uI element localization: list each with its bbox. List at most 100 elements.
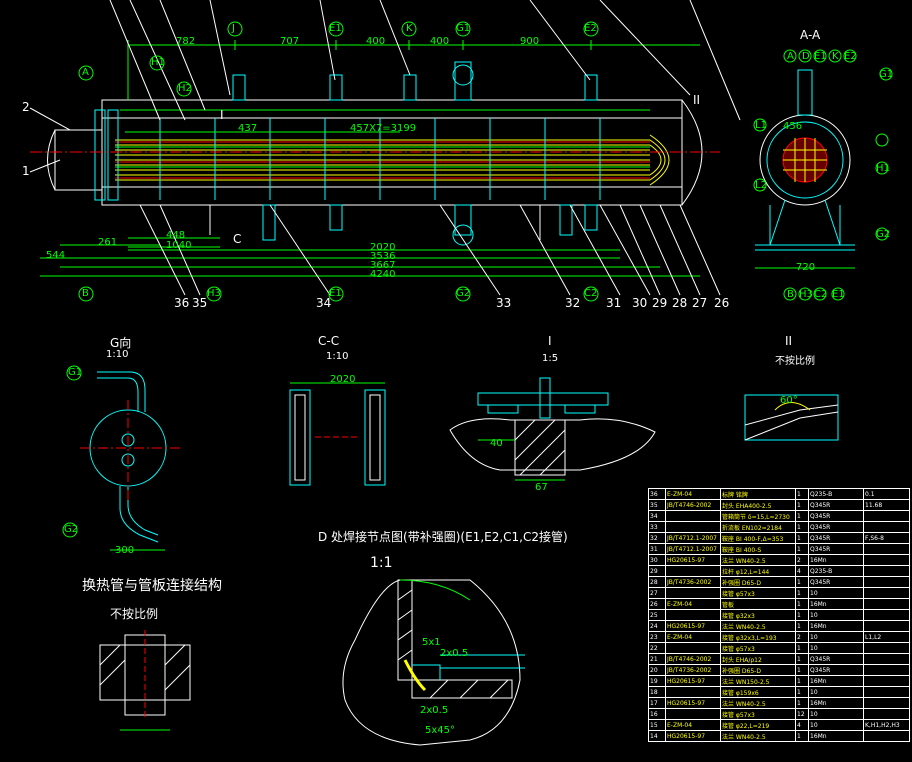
aa-right-tag-0: G1 xyxy=(879,69,894,80)
dim-top-2: 400 xyxy=(366,36,386,47)
bom-cell-qty: 1 xyxy=(795,598,809,610)
bom-cell-extra xyxy=(863,675,910,687)
view-ii-title: II xyxy=(785,334,793,348)
tag-g1: G1 xyxy=(456,23,471,34)
bom-cell-qty: 1 xyxy=(795,521,809,533)
main-view xyxy=(29,0,741,302)
bom-cell-mat: 10 xyxy=(808,609,864,621)
part-27: 27 xyxy=(692,296,708,310)
bom-cell-mat: 16Mn xyxy=(808,675,864,687)
bom-cell-no: 16 xyxy=(648,708,666,720)
bom-cell-code: JB/T4712.1-2007 xyxy=(665,532,721,544)
aa-tag-3: K xyxy=(832,51,839,62)
part-29: 29 xyxy=(652,296,668,310)
bom-cell-code xyxy=(665,686,721,698)
bom-cell-name: 法兰 WN40-2.5 xyxy=(720,620,796,632)
tag-b: B xyxy=(82,288,89,299)
bom-cell-extra: F,S6-8 xyxy=(863,532,910,544)
view-i xyxy=(449,377,656,481)
bom-cell-name: 接管 φ22,L=219 xyxy=(720,719,796,731)
bom-cell-mat: Q345R xyxy=(808,521,864,533)
bom-cell-code: JB/T4746-2002 xyxy=(665,653,721,665)
bom-cell-no: 17 xyxy=(648,697,666,709)
tag-h3: H3 xyxy=(207,288,221,299)
part-30: 30 xyxy=(632,296,648,310)
detail-tube-title: 换热管与管板连接结构 xyxy=(82,578,222,594)
bom-cell-code: E-ZM-04 xyxy=(665,488,721,500)
dim-bottom-7: 4240 xyxy=(370,269,396,280)
tube-bundle xyxy=(115,139,650,181)
part-1: 1 xyxy=(22,164,30,178)
detail-d-title: D 处焊接节点图(带补强圈)(E1,E2,C1,C2接管) xyxy=(318,530,568,544)
bom-cell-mat: 16Mn xyxy=(808,697,864,709)
dim-bottom-5: 3536 xyxy=(370,251,396,262)
bom-cell-qty: 1 xyxy=(795,576,809,588)
bom-cell-mat: 10 xyxy=(808,631,864,643)
bom-cell-extra xyxy=(863,554,910,566)
bom-cell-extra: 11.68 xyxy=(863,499,910,511)
bom-cell-extra xyxy=(863,686,910,698)
view-cc-dim: 2020 xyxy=(330,374,356,385)
bom-cell-no: 18 xyxy=(648,686,666,698)
bom-cell-no: 15 xyxy=(648,719,666,731)
bom-cell-name: 法兰 WN40-2.5 xyxy=(720,730,796,742)
view-i-title: I xyxy=(548,334,552,348)
bom-cell-name: 接管 φ57x3 xyxy=(720,708,796,720)
view-g-tag-1: G2 xyxy=(64,524,79,535)
bom-cell-extra xyxy=(863,708,910,720)
bom-cell-no: 35 xyxy=(648,499,666,511)
bom-cell-extra: L1,L2 xyxy=(863,631,910,643)
bom-cell-code xyxy=(665,521,721,533)
tag-h1: H1 xyxy=(151,57,165,68)
view-ii-scale: 不按比例 xyxy=(775,356,815,367)
bom-cell-mat: 10 xyxy=(808,642,864,654)
bom-cell-name: 封头 EHA400-2.5 xyxy=(720,499,796,511)
bom-cell-no: 28 xyxy=(648,576,666,588)
aa-bottom-tag-2: C2 xyxy=(814,289,828,300)
bom-cell-qty: 1 xyxy=(795,488,809,500)
bom-cell-no: 30 xyxy=(648,554,666,566)
bom-cell-qty: 1 xyxy=(795,675,809,687)
bom-cell-mat: Q345R xyxy=(808,664,864,676)
bom-cell-no: 22 xyxy=(648,642,666,654)
dim-inner-0: 437 xyxy=(238,123,258,134)
bom-cell-no: 21 xyxy=(648,653,666,665)
aa-dim-bottom: 720 xyxy=(796,262,816,273)
aa-bottom-tag-3: E1 xyxy=(832,289,845,300)
bom-cell-no: 14 xyxy=(648,730,666,742)
bom-cell-qty: 4 xyxy=(795,719,809,731)
bom-cell-name: 补强圈 D65-D xyxy=(720,576,796,588)
bom-cell-extra xyxy=(863,598,910,610)
bom-cell-no: 27 xyxy=(648,587,666,599)
view-g-title: G向 xyxy=(110,336,132,350)
bom-cell-mat: 16Mn xyxy=(808,730,864,742)
view-cc xyxy=(289,382,386,486)
bom-cell-qty: 1 xyxy=(795,686,809,698)
view-cc-scale: 1:10 xyxy=(326,351,349,362)
bom-cell-code: HG20615-97 xyxy=(665,554,721,566)
bom-cell-mat: Q235-B xyxy=(808,565,864,577)
bom-cell-qty: 12 xyxy=(795,708,809,720)
bom-cell-no: 19 xyxy=(648,675,666,687)
bom-cell-extra xyxy=(863,576,910,588)
part-2: 2 xyxy=(22,100,30,114)
aa-right-tag-4: G2 xyxy=(876,229,891,240)
bom-cell-mat: Q345R xyxy=(808,543,864,555)
aa-right-tag-1: L1 xyxy=(755,120,767,131)
bom-cell-mat: 10 xyxy=(808,686,864,698)
bom-cell-extra xyxy=(863,730,910,742)
aa-tag-2: E1 xyxy=(814,51,827,62)
bom-cell-qty: 1 xyxy=(795,510,809,522)
bom-cell-name: 管箱筒节 δ=15,L=2730 xyxy=(720,510,796,522)
bom-cell-code: E-ZM-04 xyxy=(665,598,721,610)
bom-cell-no: 33 xyxy=(648,521,666,533)
detail-d-scale: 1:1 xyxy=(370,555,393,571)
